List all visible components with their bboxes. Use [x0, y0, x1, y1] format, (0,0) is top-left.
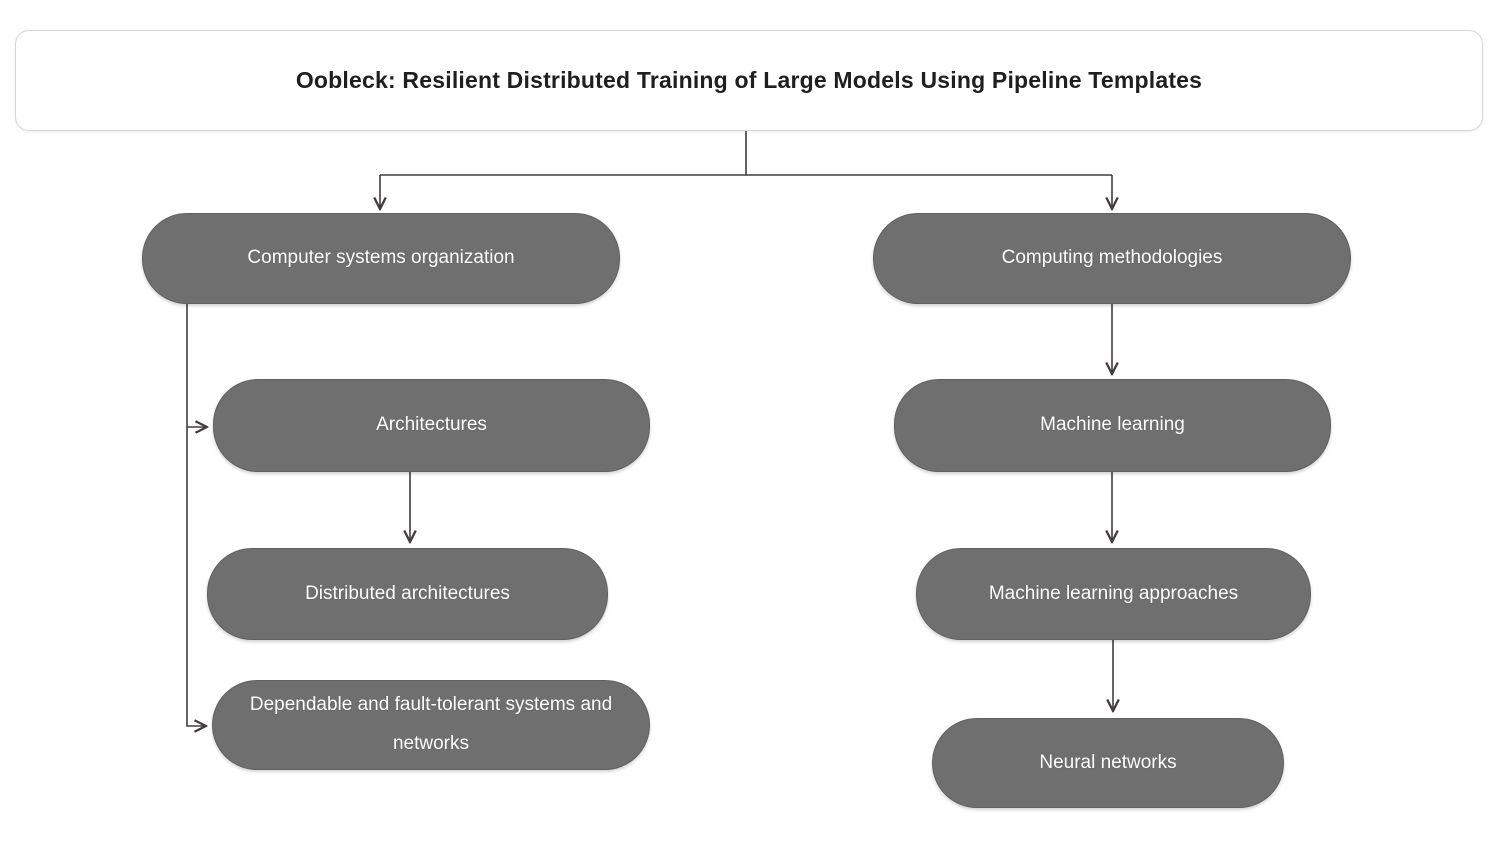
node-dependable-fault-tolerant: Dependable and fault-tolerant systems an…	[212, 680, 650, 770]
node-label: Machine learning	[1040, 414, 1185, 436]
node-label: Dependable and fault-tolerant systems an…	[249, 694, 613, 754]
diagram-title: Oobleck: Resilient Distributed Training …	[295, 67, 1203, 93]
node-label: Machine learning approaches	[988, 582, 1239, 604]
node-label: Computer systems organization	[247, 247, 515, 269]
node-neural-networks: Neural networks	[932, 718, 1284, 808]
node-label: Architectures	[376, 414, 487, 436]
node-architectures: Architectures	[213, 379, 650, 472]
edge-left-spine-to-dependable	[186, 304, 206, 726]
node-distributed-architectures: Distributed architectures	[207, 548, 608, 640]
node-label: Distributed architectures	[305, 582, 510, 604]
node-label: Neural networks	[1039, 751, 1177, 773]
title-box: Oobleck: Resilient Distributed Training …	[15, 30, 1483, 131]
node-computer-systems-organization: Computer systems organization	[142, 213, 620, 304]
node-machine-learning: Machine learning	[894, 379, 1331, 472]
node-computing-methodologies: Computing methodologies	[873, 213, 1351, 304]
node-machine-learning-approaches: Machine learning approaches	[916, 548, 1311, 640]
node-label: Computing methodologies	[1001, 247, 1223, 269]
